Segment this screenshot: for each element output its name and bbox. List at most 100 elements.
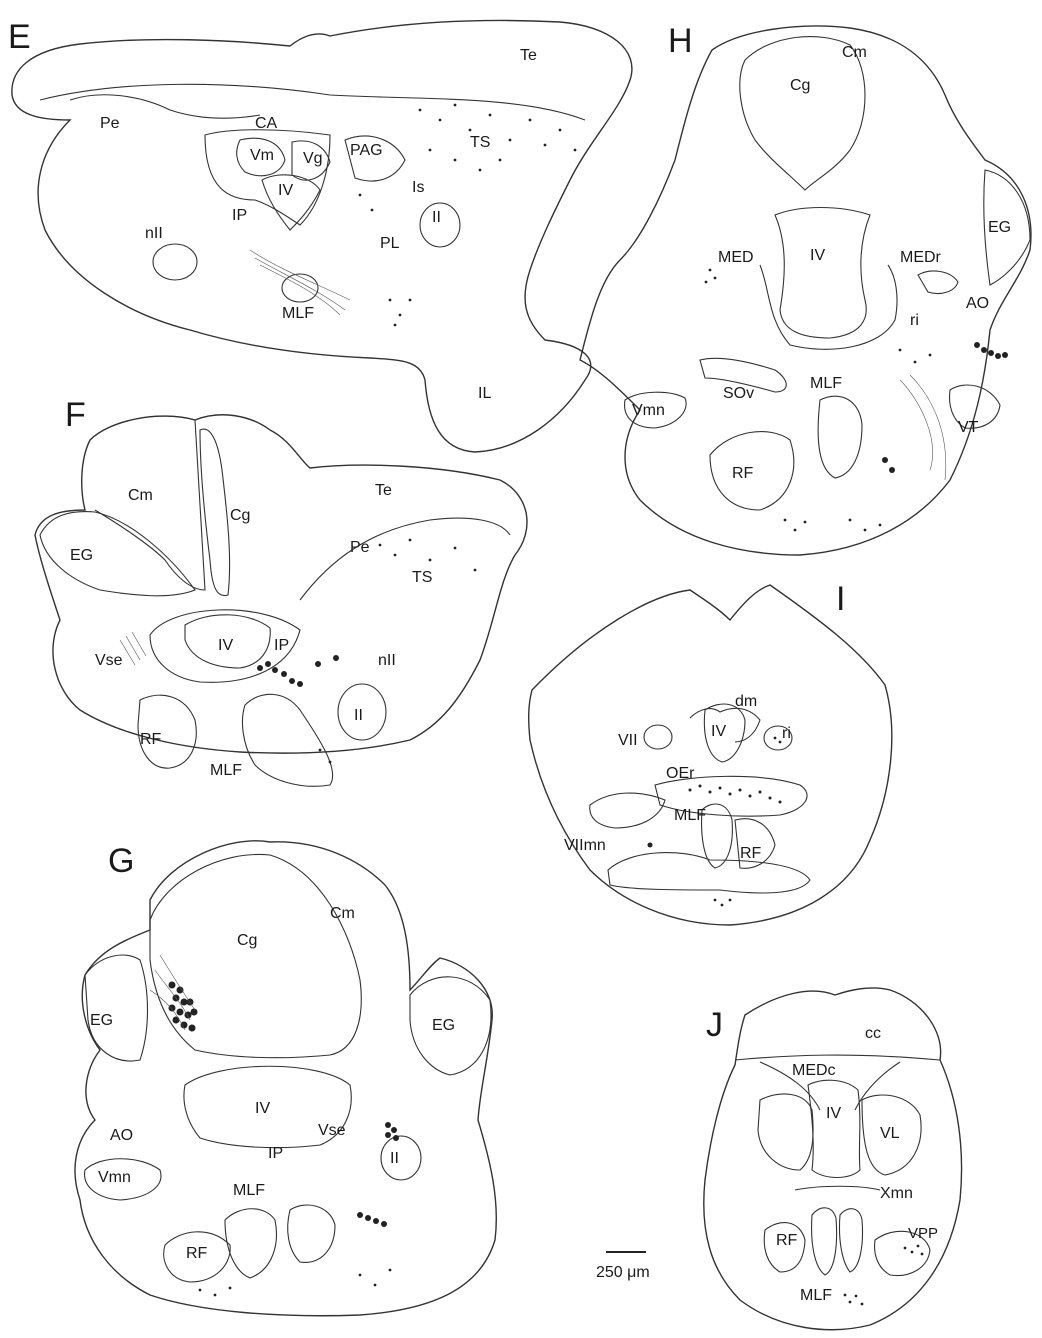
viimn-region-i	[590, 793, 665, 828]
labelled-cells-j	[844, 1245, 924, 1306]
label-ao-g: AO	[110, 1127, 133, 1144]
cg-region-f	[200, 429, 230, 596]
mlf-bundle-e	[282, 274, 318, 302]
label-medc-j: MEDc	[792, 1062, 836, 1079]
label-eg-h: EG	[988, 219, 1011, 236]
fiber-f-3	[132, 632, 146, 656]
panel-letter-f: F	[65, 396, 86, 434]
label-viimn-i: VIImn	[564, 837, 606, 854]
ventricle-h	[775, 208, 870, 339]
label-sov-h: SOv	[723, 385, 754, 402]
te-boundary-f	[300, 518, 510, 600]
panel-g: G Cm Cg EG EG	[75, 841, 496, 1316]
label-vmn-h: Vmn	[632, 402, 665, 419]
section-g-outline	[75, 841, 496, 1316]
label-mlf-h: MLF	[810, 375, 842, 392]
label-vpp-j: VPP	[908, 1225, 938, 1242]
panel-letter-g: G	[108, 842, 134, 880]
labelled-cells-i	[648, 737, 782, 907]
label-iv-h: IV	[810, 247, 825, 264]
label-dm-i: dm	[735, 693, 757, 710]
label-vm-e: Vm	[250, 147, 274, 164]
label-cm-h: Cm	[842, 44, 867, 61]
label-rf-h: RF	[732, 465, 754, 482]
medr-region-h	[918, 271, 958, 294]
label-cm-g: Cm	[330, 905, 355, 922]
label-nii-f: nII	[378, 652, 396, 669]
label-eg-left-g: EG	[90, 1012, 113, 1029]
label-pl-e: PL	[380, 235, 400, 252]
vii-nucleus-i	[644, 725, 672, 749]
label-ri-h: ri	[910, 312, 919, 329]
mlf-region-g-2	[288, 1205, 335, 1262]
mlf-region-g	[225, 1209, 276, 1278]
lower-region-i	[608, 853, 810, 893]
panel-letter-h: H	[668, 22, 693, 60]
label-eg-f: EG	[70, 547, 93, 564]
fiber-g-2	[155, 970, 190, 1020]
section-h-outline	[580, 26, 1031, 555]
label-vse-f: Vse	[95, 652, 123, 669]
label-rf-j: RF	[776, 1232, 798, 1249]
mlf-left-j	[812, 1208, 837, 1275]
cc-boundary-j	[735, 1055, 940, 1060]
panel-f: F Cm Te Cg EG Pe TS IV IP Vse	[35, 396, 527, 786]
label-ts-f: TS	[412, 569, 432, 586]
left-lobe-j	[758, 1094, 813, 1170]
label-mlf-j: MLF	[800, 1287, 832, 1304]
label-vt-h: VT	[958, 419, 979, 436]
label-il-e: IL	[478, 385, 491, 402]
iv-region-j	[808, 1080, 860, 1177]
label-iv-g: IV	[255, 1100, 270, 1117]
section-i-outline	[529, 585, 892, 925]
fiber-h-1	[900, 380, 933, 470]
label-pe-f: Pe	[350, 539, 370, 556]
xmn-band-j	[795, 1186, 880, 1190]
label-ri-i: ri	[782, 725, 791, 742]
label-mlf-g: MLF	[233, 1182, 265, 1199]
fiber-h-2	[910, 375, 946, 480]
label-iv-i: IV	[711, 723, 726, 740]
label-pe-e: Pe	[100, 115, 120, 132]
mlf-region-f	[242, 694, 332, 786]
label-xmn-j: Xmn	[880, 1185, 913, 1202]
label-ip-e: IP	[232, 207, 247, 224]
label-iv-j: IV	[826, 1105, 841, 1122]
nii-nucleus-e	[153, 244, 197, 280]
label-vg-e: Vg	[303, 150, 323, 167]
ts-labelled-cells-e	[359, 104, 577, 327]
label-ip-g: IP	[268, 1145, 283, 1162]
label-iv-f: IV	[218, 637, 233, 654]
label-medr-h: MEDr	[900, 249, 942, 266]
label-ii-e: II	[432, 209, 441, 226]
scale-bar-label: 250 μm	[596, 1264, 650, 1281]
label-cc-j: cc	[865, 1025, 881, 1042]
mlf-region-h	[818, 396, 862, 478]
label-mlf-i: MLF	[674, 807, 706, 824]
periventricular-boundary-e	[70, 95, 260, 118]
label-pag-e: PAG	[350, 142, 383, 159]
label-oer-i: OEr	[666, 765, 695, 782]
label-vse-g: Vse	[318, 1122, 346, 1139]
label-med-h: MED	[718, 249, 754, 266]
panel-letter-e: E	[8, 18, 31, 56]
ii-nucleus-g	[381, 1136, 421, 1180]
label-cm-f: Cm	[128, 487, 153, 504]
label-ca-e: CA	[255, 115, 278, 132]
label-ts-e: TS	[470, 134, 490, 151]
label-ii-f: II	[354, 707, 363, 724]
panel-i: I dm VII IV ri OEr MLF VIImn RF	[529, 580, 892, 925]
label-is-e: Is	[412, 179, 424, 196]
panel-e: E Te Pe CA Vm	[8, 18, 632, 452]
label-mlf-f: MLF	[210, 762, 242, 779]
label-eg-right-g: EG	[432, 1017, 455, 1034]
label-ii-g: II	[390, 1150, 399, 1167]
label-cg-h: Cg	[790, 77, 810, 94]
section-j-outline	[704, 988, 962, 1330]
label-rf-i: RF	[740, 845, 762, 862]
section-e-outline	[12, 21, 632, 452]
section-f-outline	[35, 415, 527, 753]
label-rf-g: RF	[186, 1245, 208, 1262]
label-mlf-e: MLF	[282, 305, 314, 322]
